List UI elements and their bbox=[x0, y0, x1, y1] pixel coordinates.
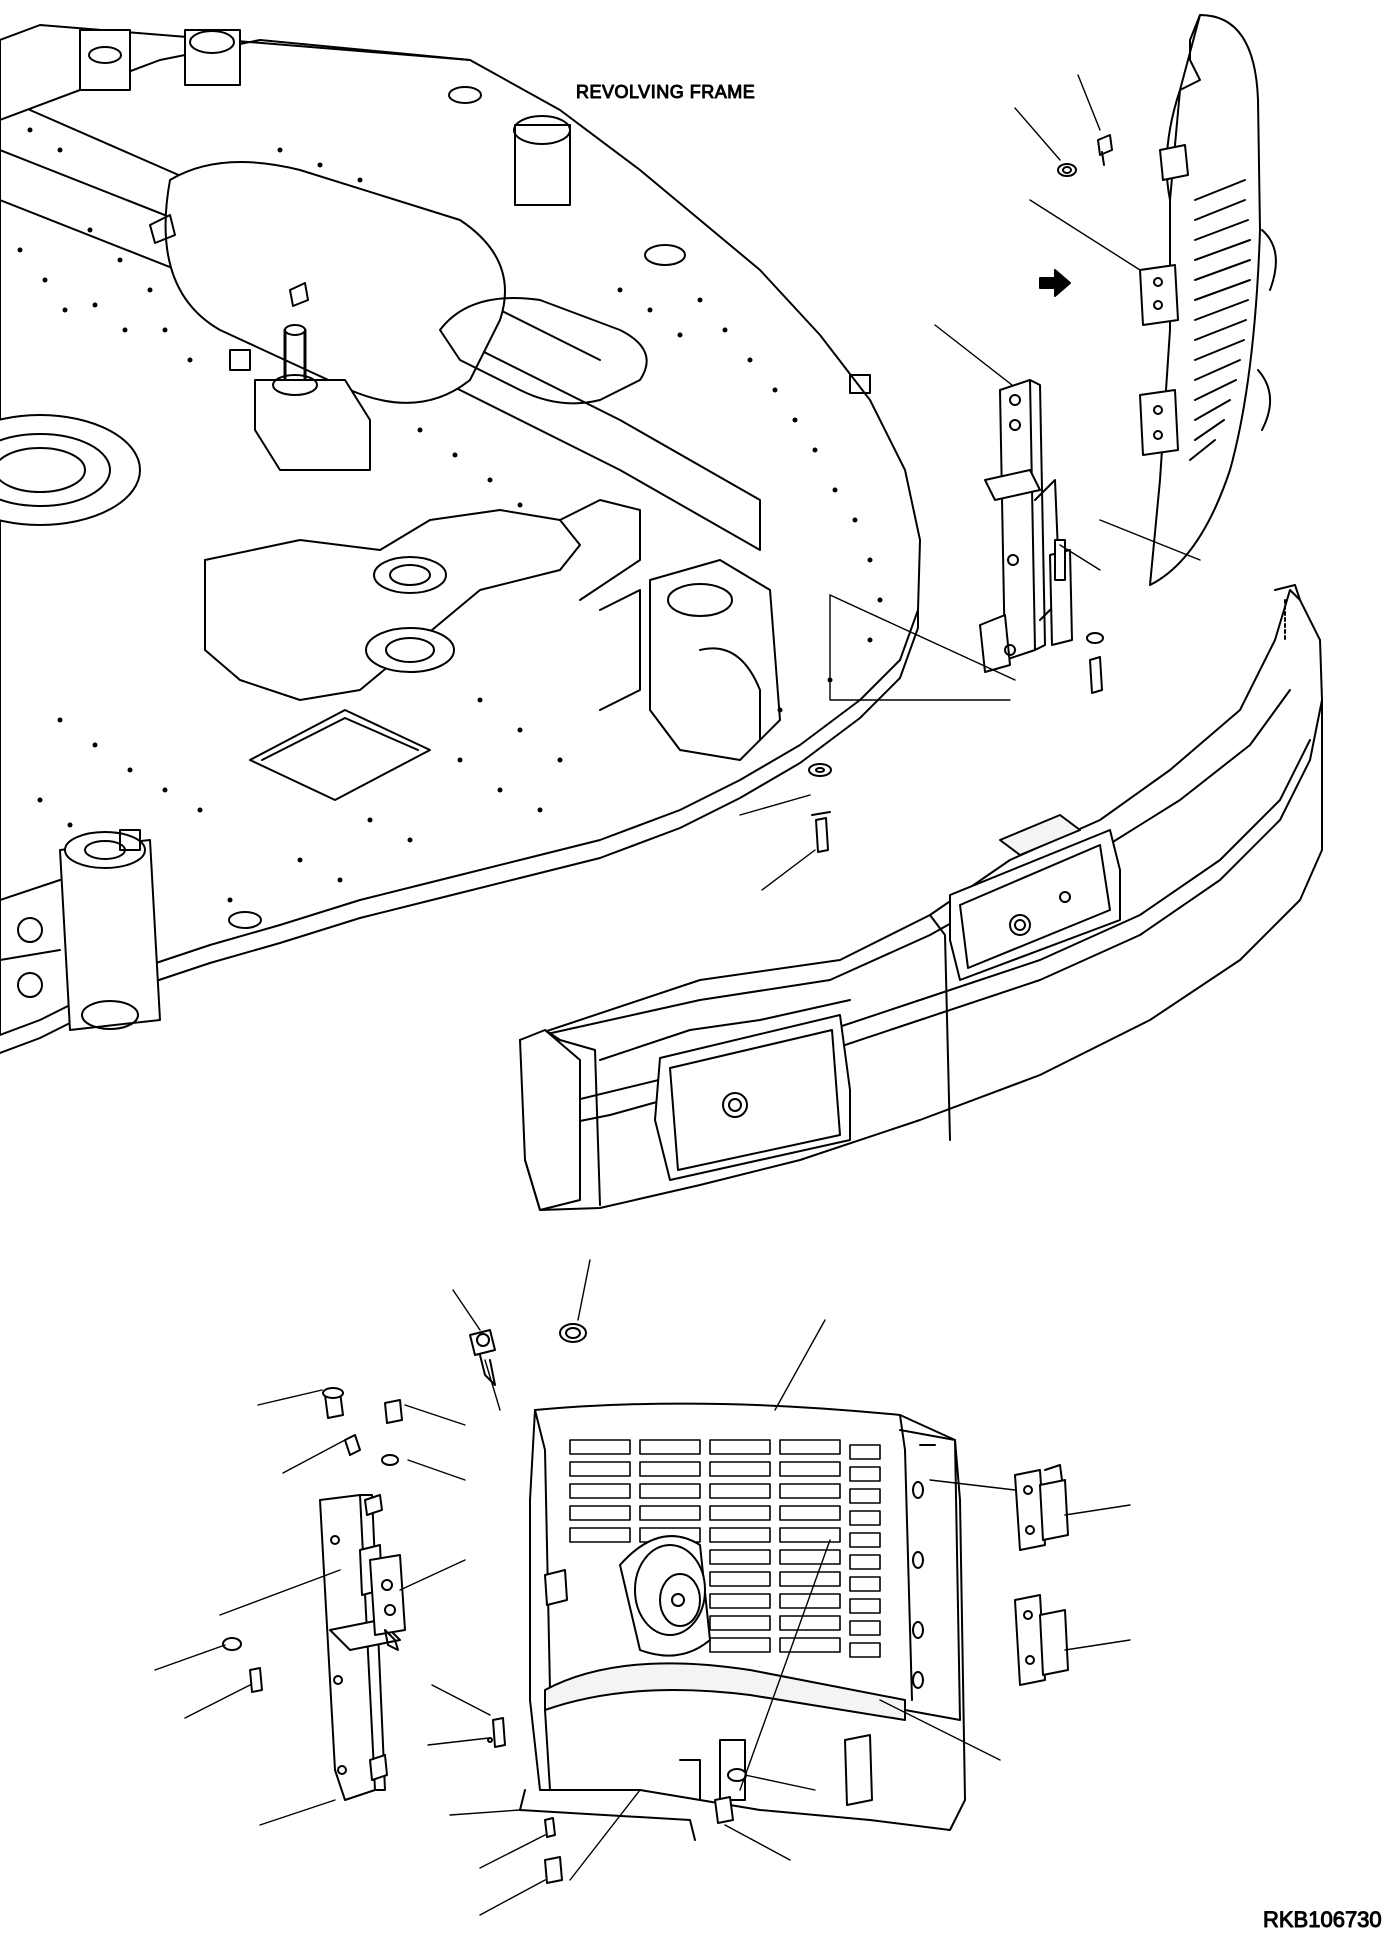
upright-bracket bbox=[319, 1494, 401, 1801]
hinges bbox=[1014, 1464, 1069, 1686]
drawing-reference-code: RKB106730 bbox=[1263, 1907, 1382, 1932]
fasteners-bottom bbox=[222, 1323, 747, 1884]
leader-lines-bottom bbox=[154, 1259, 1131, 1916]
hardware-top bbox=[808, 134, 1113, 853]
revolving-frame bbox=[0, 24, 921, 1054]
deck-holes bbox=[17, 127, 883, 903]
mount-plate bbox=[369, 1554, 406, 1651]
cover-main bbox=[529, 1402, 966, 1831]
grill-cover-assembly bbox=[1039, 14, 1277, 586]
leader-lines-top bbox=[739, 74, 1201, 891]
counterweight bbox=[519, 584, 1323, 1211]
frame-label: REVOLVING FRAME bbox=[576, 82, 755, 102]
bracket bbox=[979, 379, 1073, 673]
